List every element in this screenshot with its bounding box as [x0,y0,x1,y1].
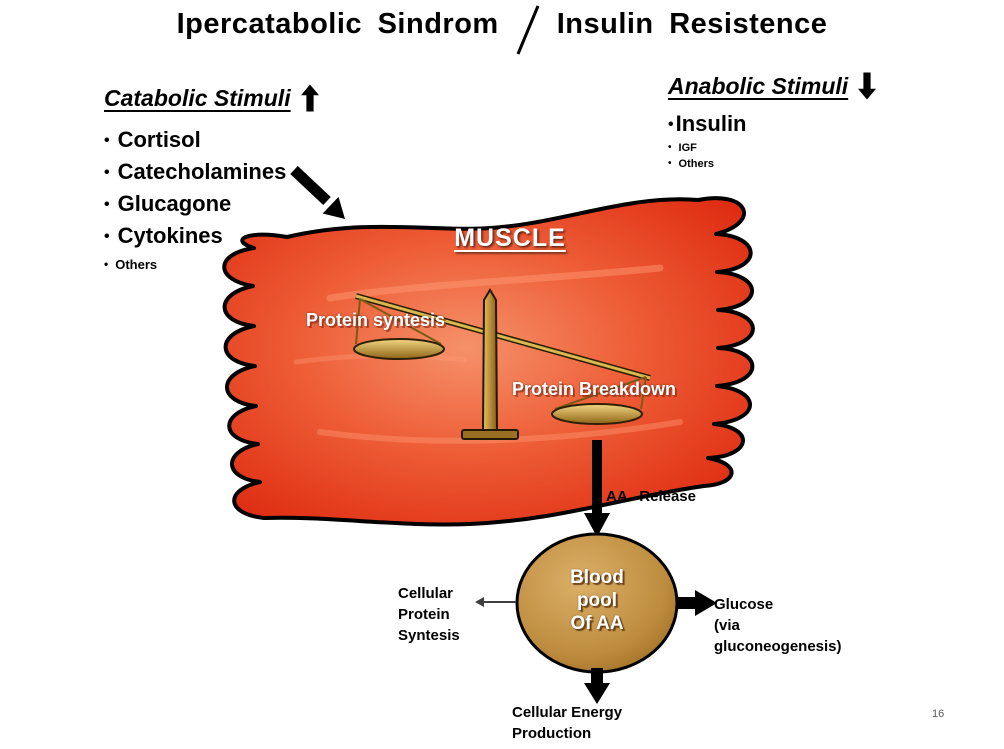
catabolic-heading: Catabolic Stimuli [104,84,291,111]
catabolic-list: Cortisol Catecholamines Glucagone Cytoki… [104,124,319,277]
list-item: Others [104,252,319,277]
cellular-protein-arrow [475,597,516,607]
blood-pool-line: Of AA [570,613,624,634]
list-item: Insulin [668,108,876,140]
anabolic-heading: Anabolic Stimuli [668,72,849,99]
blood-pool-line: pool [576,590,618,611]
balance-base [461,429,519,440]
pan-string [554,376,647,410]
energy-line: Production [512,725,592,742]
page-title: Ipercatabolic Sindrom Insulin Resistence [0,5,1004,56]
protein-synthesis-label: Protein syntesis [306,310,446,330]
page-number: 16 [932,708,945,720]
cellular-protein-line: Protein [398,606,450,623]
glucose-arrow [678,590,717,616]
up-arrow-icon [300,84,319,112]
glucose-line: Glucose [714,596,774,613]
list-item: IGF [668,140,876,156]
glucose-line: (via [714,617,740,634]
pan-string [640,376,647,410]
anabolic-section: Anabolic Stimuli Insulin IGF Others [668,72,877,172]
blood-pool-line: Blood [570,567,624,588]
blood-pool-label: Blood pool Of AA [537,566,657,635]
balance-beam [355,294,651,380]
list-item: Catecholamines [104,156,319,188]
left-pan [353,338,445,360]
list-item: Cytokines [104,220,319,252]
glucose-label: Glucose (via gluconeogenesis) [714,594,842,657]
energy-label: Cellular Energy Production [512,702,622,744]
right-pan [551,403,643,425]
energy-arrow [584,668,610,704]
title-part2: Insulin Resistence [556,8,828,40]
list-item: Others [668,156,876,172]
catabolic-heading-row: Catabolic Stimuli [104,84,319,112]
anabolic-list: Insulin IGF Others [668,108,876,172]
cellular-protein-label: Cellular Protein Syntesis [398,583,460,646]
balance-scale [353,288,651,440]
balance-pole [481,288,499,431]
aa-release-label: AA Release [606,488,696,505]
energy-line: Cellular Energy [512,704,623,721]
cellular-protein-line: Syntesis [398,627,460,644]
pan-string [359,298,442,345]
muscle-title: MUSCLE [454,224,566,252]
aa-release-arrow [584,440,610,537]
glucose-line: gluconeogenesis) [714,638,842,655]
down-arrow-icon [858,72,877,100]
title-part1: Ipercatabolic Sindrom [176,8,499,40]
anabolic-heading-row: Anabolic Stimuli [668,72,877,100]
catabolic-section: Catabolic Stimuli Cortisol Catecholamine… [104,84,319,277]
pan-string [355,298,361,345]
protein-breakdown-label: Protein Breakdown [512,379,677,399]
muscle-fiber-streak [317,419,683,444]
list-item: Glucagone [104,188,319,220]
cellular-protein-line: Cellular [398,585,454,602]
muscle-fiber-streak [326,264,664,302]
slash-divider-icon [516,5,540,55]
list-item: Cortisol [104,124,319,156]
